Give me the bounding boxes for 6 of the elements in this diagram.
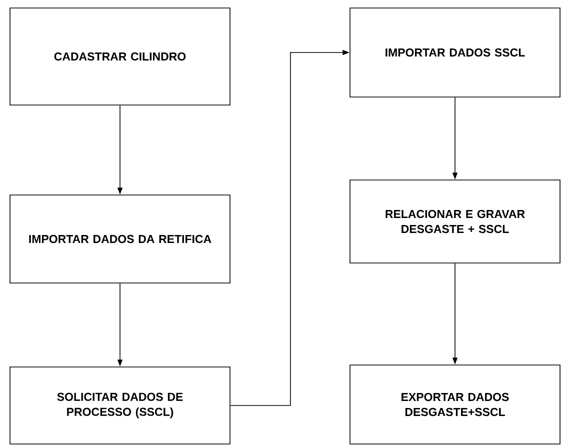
process-box: IMPORTAR DADOS SSCL — [350, 8, 560, 98]
process-box: CADASTRAR CILINDRO — [10, 8, 230, 106]
process-box: IMPORTAR DADOS DA RETIFICA — [10, 194, 230, 284]
process-box: RELACIONAR E GRAVAR DESGASTE + SSCL — [350, 180, 560, 264]
process-box: EXPORTAR DADOS DESGASTE+SSCL — [350, 364, 560, 444]
process-box: SOLICITAR DADOS DE PROCESSO (SSCL) — [10, 366, 230, 444]
